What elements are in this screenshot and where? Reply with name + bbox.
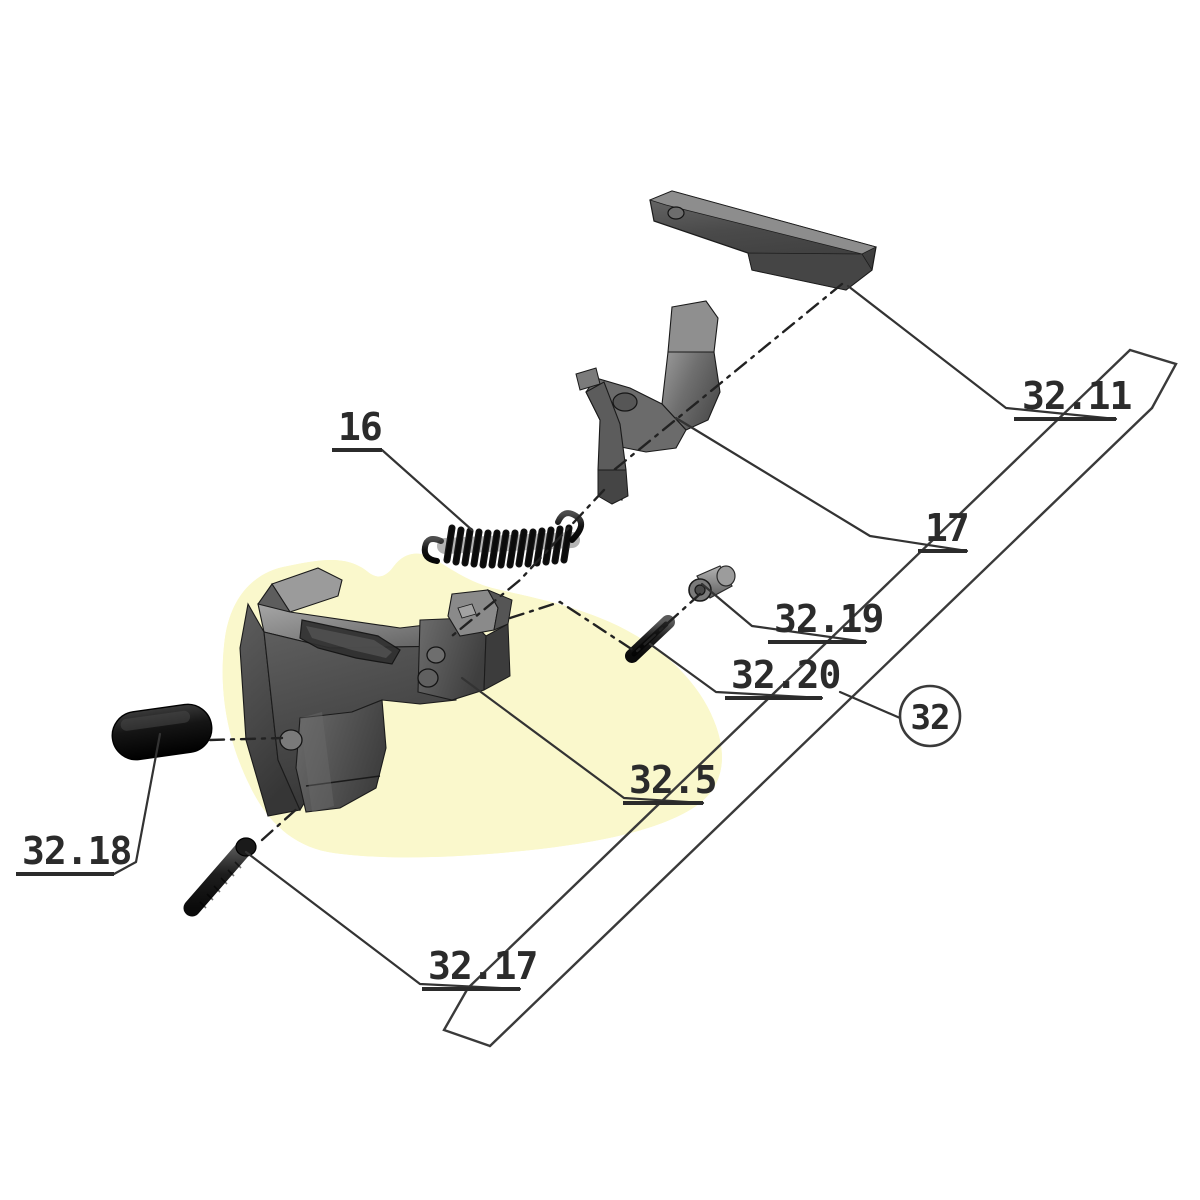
axis-housing-to-screw — [508, 592, 702, 654]
callout-32-11[interactable]: 32.11 — [1014, 374, 1133, 421]
spring-coils — [437, 524, 580, 569]
lever-arm-top-face — [648, 190, 878, 255]
callout-32-5-label: 32.5 — [629, 758, 717, 802]
callout-labels: 32.11 17 16 32.19 32.20 32.5 — [16, 374, 1133, 991]
callout-32-19-label: 32.19 — [774, 597, 883, 641]
part-lever-arm-32-11[interactable] — [648, 190, 878, 291]
axis-pad-to-housing — [208, 736, 284, 742]
axis-lever-to-trigger — [612, 282, 844, 472]
part-roll-pin-32-17[interactable] — [183, 837, 257, 917]
leader-32-19 — [700, 582, 868, 644]
group-callout-label: 32 — [911, 698, 950, 738]
set-screw-tip — [716, 565, 736, 587]
housing-side-screw — [279, 729, 303, 751]
callout-32-18[interactable]: 32.18 — [16, 829, 132, 876]
leader-32-18 — [112, 732, 162, 876]
housing-hole-upper — [426, 646, 446, 664]
callout-32-5[interactable]: 32.5 — [623, 758, 718, 805]
axis-rollpin-to-housing — [260, 804, 302, 842]
roll-pin-head — [235, 837, 257, 857]
callout-16-label: 16 — [338, 405, 382, 449]
roll-pin-shaft — [183, 837, 255, 917]
housing-barrel-highlight — [300, 712, 334, 812]
bracket-edge-left — [466, 348, 1132, 990]
group-bracket — [442, 348, 1178, 1048]
callout-16[interactable]: 16 — [332, 405, 383, 452]
trigger-bore-hole — [612, 392, 638, 412]
assembly-axes — [208, 282, 844, 842]
callout-32-19[interactable]: 32.19 — [768, 597, 884, 644]
lever-arm-lug — [747, 252, 873, 291]
roll-pin-knurling — [199, 861, 242, 909]
callout-32-17[interactable]: 32.17 — [422, 944, 538, 991]
housing-notch — [457, 603, 477, 619]
housing-hole-lower — [417, 668, 439, 688]
callout-32-11-label: 32.11 — [1022, 374, 1132, 418]
lever-arm-pivot-hole — [667, 206, 685, 220]
leader-16 — [380, 448, 474, 532]
callout-32-18-label: 32.18 — [22, 829, 131, 873]
group-callout-leader — [838, 690, 902, 720]
bracket-edge-right — [488, 406, 1154, 1048]
housing-barrel-ring — [305, 775, 381, 787]
group-callout-circle — [898, 684, 962, 748]
leader-17 — [674, 416, 969, 553]
part-rubber-pad-32-18[interactable] — [109, 701, 215, 762]
bracket-corner-top-right — [1128, 348, 1178, 410]
callout-32-20-label: 32.20 — [731, 653, 840, 697]
spring-hook-left — [421, 536, 444, 564]
housing-recess-highlight — [306, 626, 392, 658]
part-main-housing-32-5[interactable] — [239, 567, 513, 817]
bracket-corner-bottom-left — [442, 986, 492, 1048]
trigger-side-tab — [575, 367, 601, 391]
part-trigger-assembly-17[interactable] — [575, 300, 721, 505]
part-set-screw-32-19[interactable] — [688, 565, 736, 602]
callout-32-17-label: 32.17 — [428, 944, 537, 988]
rubber-pad-highlight — [120, 710, 191, 731]
callout-32-20[interactable]: 32.20 — [725, 653, 841, 700]
rubber-pad-body — [111, 703, 213, 761]
spring-hook-right — [555, 510, 585, 543]
leader-32-11 — [846, 284, 1118, 421]
callout-17-label: 17 — [925, 506, 969, 550]
group-callout-32[interactable]: 32 — [838, 684, 962, 748]
trigger-foot — [597, 469, 629, 505]
housing-right-block-side — [483, 623, 511, 691]
callout-17[interactable]: 17 — [918, 506, 970, 553]
part-coil-spring-16[interactable] — [421, 510, 585, 569]
axis-trigger-to-housing — [450, 488, 606, 638]
